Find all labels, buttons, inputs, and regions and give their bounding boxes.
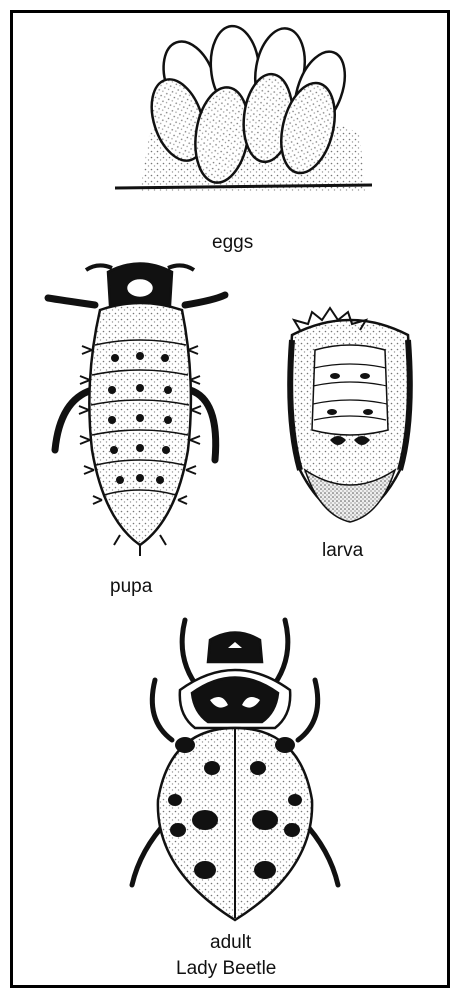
adult-beetle-drawing [132,620,338,920]
pupa-drawing [48,264,225,557]
diagram-title: Lady Beetle [176,958,276,980]
eggs-drawing [115,24,372,192]
larva-label: larva [322,540,363,562]
larva-drawing [290,308,410,522]
eggs-label: eggs [212,232,253,254]
adult-label: adult [210,932,251,954]
pupa-label: pupa [110,576,152,598]
